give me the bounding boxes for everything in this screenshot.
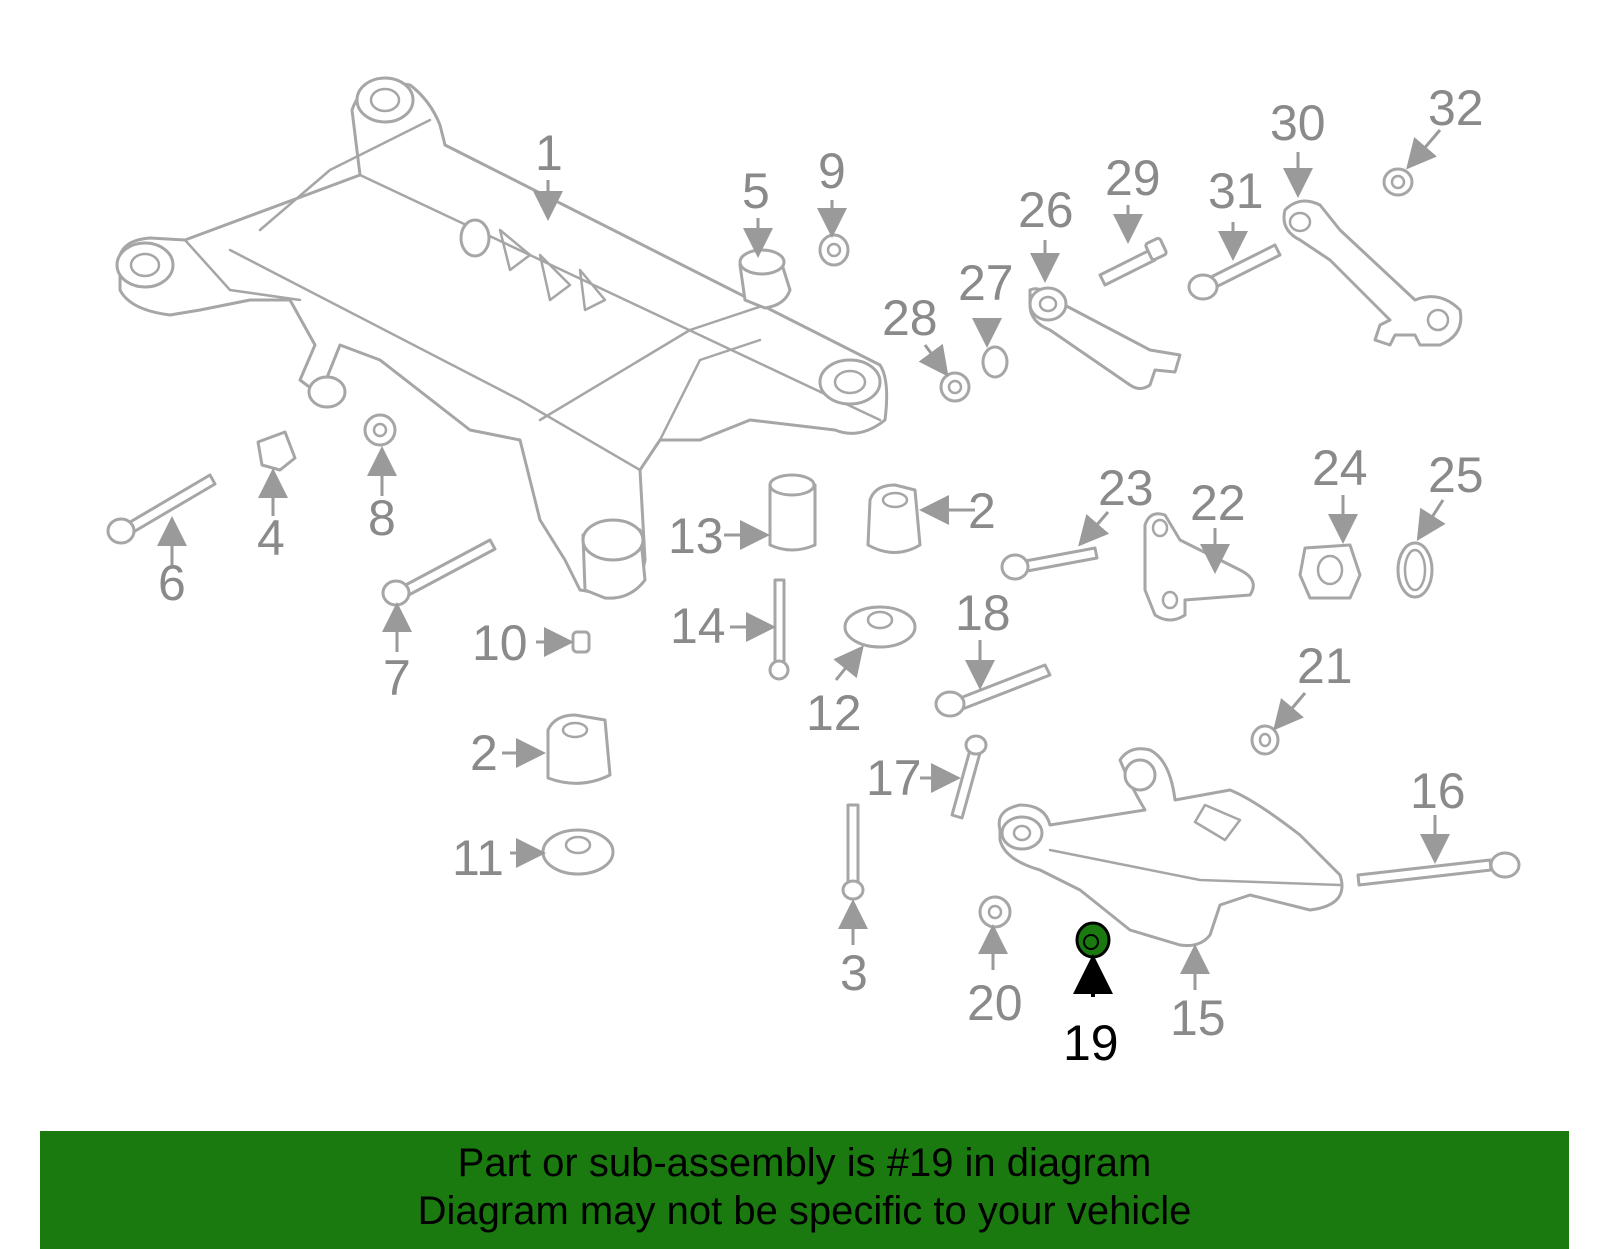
bushing-part-5 <box>738 248 792 310</box>
bushing-part-4 <box>256 430 297 472</box>
label-part-10[interactable]: 10 <box>472 615 528 671</box>
bolt-part-3 <box>841 803 865 901</box>
washer-part-11 <box>541 828 615 876</box>
bolt-part-29 <box>1098 236 1168 287</box>
ring-part-27 <box>981 345 1009 379</box>
label-part-20[interactable]: 20 <box>967 975 1023 1031</box>
label-part-2-upper[interactable]: 2 <box>968 483 996 539</box>
mount-part-2-lower <box>546 713 612 785</box>
label-part-26[interactable]: 26 <box>1018 182 1074 238</box>
label-part-12[interactable]: 12 <box>806 685 862 741</box>
banner-line-2: Diagram may not be specific to your vehi… <box>417 1189 1192 1233</box>
bolt-part-17 <box>950 734 988 820</box>
label-part-13[interactable]: 13 <box>668 508 724 564</box>
nut-part-21 <box>1250 724 1280 756</box>
label-part-17[interactable]: 17 <box>866 750 922 806</box>
nut-part-9 <box>818 233 850 267</box>
label-part-4[interactable]: 4 <box>257 510 285 566</box>
label-part-24[interactable]: 24 <box>1312 440 1368 496</box>
label-part-28[interactable]: 28 <box>882 290 938 346</box>
label-part-3[interactable]: 3 <box>840 945 868 1001</box>
control-arm-part-30 <box>1282 199 1463 347</box>
label-part-5[interactable]: 5 <box>742 163 770 219</box>
label-part-7[interactable]: 7 <box>383 650 411 706</box>
label-part-27[interactable]: 27 <box>958 255 1014 311</box>
label-part-22[interactable]: 22 <box>1190 475 1246 531</box>
label-part-14[interactable]: 14 <box>670 598 726 654</box>
part-labels: 1 5 9 28 27 26 29 31 30 32 6 4 8 7 10 13… <box>158 80 1484 1071</box>
mount-part-2-upper <box>866 483 922 554</box>
subframe-part-1 <box>115 76 889 600</box>
label-part-11[interactable]: 11 <box>452 830 504 886</box>
label-part-19-highlighted[interactable]: 19 <box>1063 1015 1119 1071</box>
nut-part-32 <box>1382 167 1414 197</box>
label-part-25[interactable]: 25 <box>1428 447 1484 503</box>
label-part-23[interactable]: 23 <box>1098 460 1154 516</box>
label-part-18[interactable]: 18 <box>955 585 1011 641</box>
nut-part-19-highlighted[interactable] <box>1075 921 1111 959</box>
label-part-15[interactable]: 15 <box>1170 990 1226 1046</box>
label-part-9[interactable]: 9 <box>818 143 846 199</box>
bolt-part-7 <box>381 538 497 607</box>
control-arm-part-15 <box>997 747 1344 947</box>
banner-line-1: Part or sub-assembly is #19 in diagram <box>457 1141 1152 1185</box>
label-part-8[interactable]: 8 <box>368 490 396 546</box>
bolt-part-23 <box>1000 546 1099 581</box>
bolt-part-18 <box>934 663 1052 718</box>
label-part-29[interactable]: 29 <box>1105 150 1161 206</box>
label-part-31[interactable]: 31 <box>1208 163 1264 219</box>
bushing-part-13 <box>768 473 817 552</box>
leader-arrows <box>157 129 1450 997</box>
label-part-32[interactable]: 32 <box>1428 80 1484 136</box>
link-part-22 <box>1143 512 1255 622</box>
label-part-2-lower[interactable]: 2 <box>470 725 498 781</box>
bolt-part-14 <box>768 578 790 681</box>
bolt-part-16 <box>1356 851 1521 887</box>
label-part-1[interactable]: 1 <box>535 125 563 181</box>
nut-part-28 <box>939 371 971 403</box>
info-banner: Part or sub-assembly is #19 in diagram D… <box>40 1131 1569 1249</box>
washer-part-12 <box>843 605 917 649</box>
bolt-part-6 <box>106 473 217 545</box>
nut-part-8 <box>363 413 397 447</box>
bushing-part-24 <box>1298 543 1362 600</box>
pin-part-10 <box>571 630 591 654</box>
label-part-6[interactable]: 6 <box>158 555 186 611</box>
ring-part-25 <box>1396 541 1434 599</box>
parts-diagram: 1 5 9 28 27 26 29 31 30 32 6 4 8 7 10 13… <box>106 76 1521 1071</box>
label-part-16[interactable]: 16 <box>1410 763 1466 819</box>
link-arm-part-26 <box>1028 286 1182 390</box>
label-part-30[interactable]: 30 <box>1270 95 1326 151</box>
label-part-21[interactable]: 21 <box>1297 638 1353 694</box>
bolt-part-31 <box>1187 243 1282 301</box>
nut-part-20 <box>978 895 1012 929</box>
